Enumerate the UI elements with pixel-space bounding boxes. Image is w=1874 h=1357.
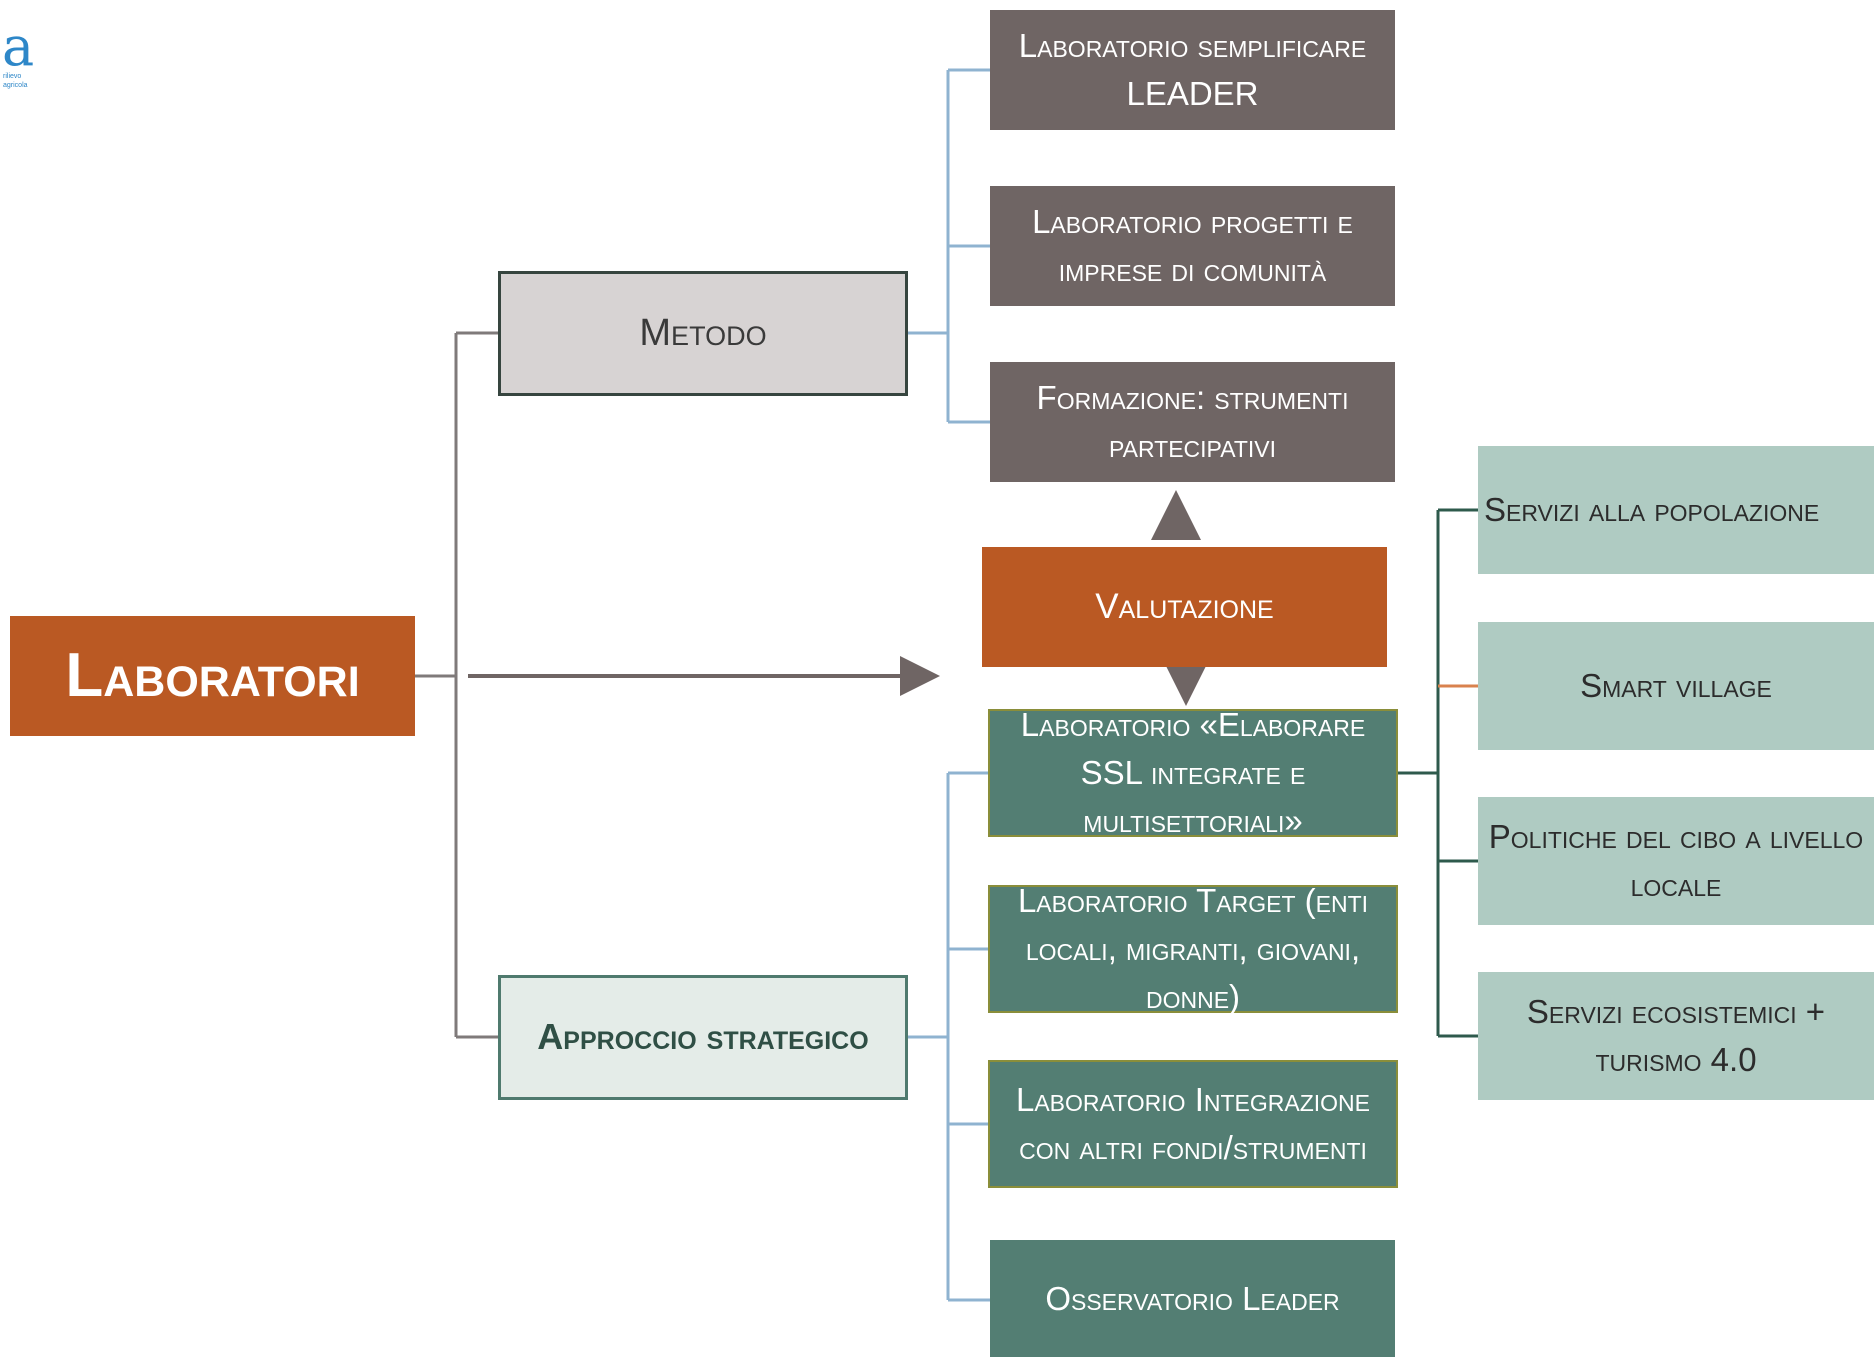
logo: a rilievo agricola xyxy=(0,20,50,100)
theme-4: Servizi ecosistemici + turismo 4.0 xyxy=(1478,972,1874,1100)
branch-approccio: Approccio strategico xyxy=(498,975,908,1100)
theme-3: Politiche del cibo a livello locale xyxy=(1478,797,1874,925)
approccio-item-3: Laboratorio Integrazione con altri fondi… xyxy=(988,1060,1398,1188)
metodo-connectors xyxy=(908,68,990,424)
theme-3-label: Politiche del cibo a livello locale xyxy=(1488,818,1864,903)
metodo-item-2-label: Laboratorio progetti e imprese di comuni… xyxy=(1032,203,1353,288)
valutazione-node: Valutazione xyxy=(982,547,1387,667)
branch-metodo-label: Metodo xyxy=(639,311,767,354)
metodo-item-3: Formazione: strumenti partecipativi xyxy=(990,362,1395,482)
approccio-item-4: Osservatorio Leader xyxy=(990,1240,1395,1357)
metodo-item-1-label: Laboratorio semplificare LEADER xyxy=(1018,27,1367,112)
logo-text-line1: rilievo xyxy=(3,73,22,80)
approccio-item-4-label: Osservatorio Leader xyxy=(1045,1279,1340,1317)
theme-2-label: Smart village xyxy=(1580,667,1772,705)
root-node: Laboratori xyxy=(10,616,415,736)
logo-text-line2: agricola xyxy=(3,82,28,89)
approccio-item-3-label: Laboratorio Integrazione con altri fondi… xyxy=(1015,1081,1371,1166)
logo-letter: a xyxy=(2,15,35,78)
metodo-item-2: Laboratorio progetti e imprese di comuni… xyxy=(990,186,1395,306)
theme-2: Smart village xyxy=(1478,622,1874,750)
valutazione-label: Valutazione xyxy=(1095,586,1274,626)
metodo-item-1: Laboratorio semplificare LEADER xyxy=(990,10,1395,130)
branch-approccio-label: Approccio strategico xyxy=(537,1016,869,1058)
theme-1-label: Servizi alla popolazione xyxy=(1484,491,1820,529)
branch-metodo: Metodo xyxy=(498,271,908,396)
approccio-connectors xyxy=(908,771,990,1302)
approccio-item-1: Laboratorio «Elaborare SSL integrate e m… xyxy=(988,706,1398,839)
theme-4-label: Servizi ecosistemici + turismo 4.0 xyxy=(1526,993,1826,1078)
approccio-item-2-label: Laboratorio Target (enti locali, migrant… xyxy=(1017,882,1369,1015)
root-label: Laboratori xyxy=(65,641,360,711)
approccio-item-1-label: Laboratorio «Elaborare SSL integrate e m… xyxy=(1020,706,1366,839)
root-connectors xyxy=(415,331,498,1039)
theme-1: Servizi alla popolazione xyxy=(1478,446,1874,574)
themes-connectors xyxy=(1398,508,1478,1038)
approccio-item-2: Laboratorio Target (enti locali, migrant… xyxy=(988,882,1398,1015)
metodo-item-3-label: Formazione: strumenti partecipativi xyxy=(1036,379,1349,464)
